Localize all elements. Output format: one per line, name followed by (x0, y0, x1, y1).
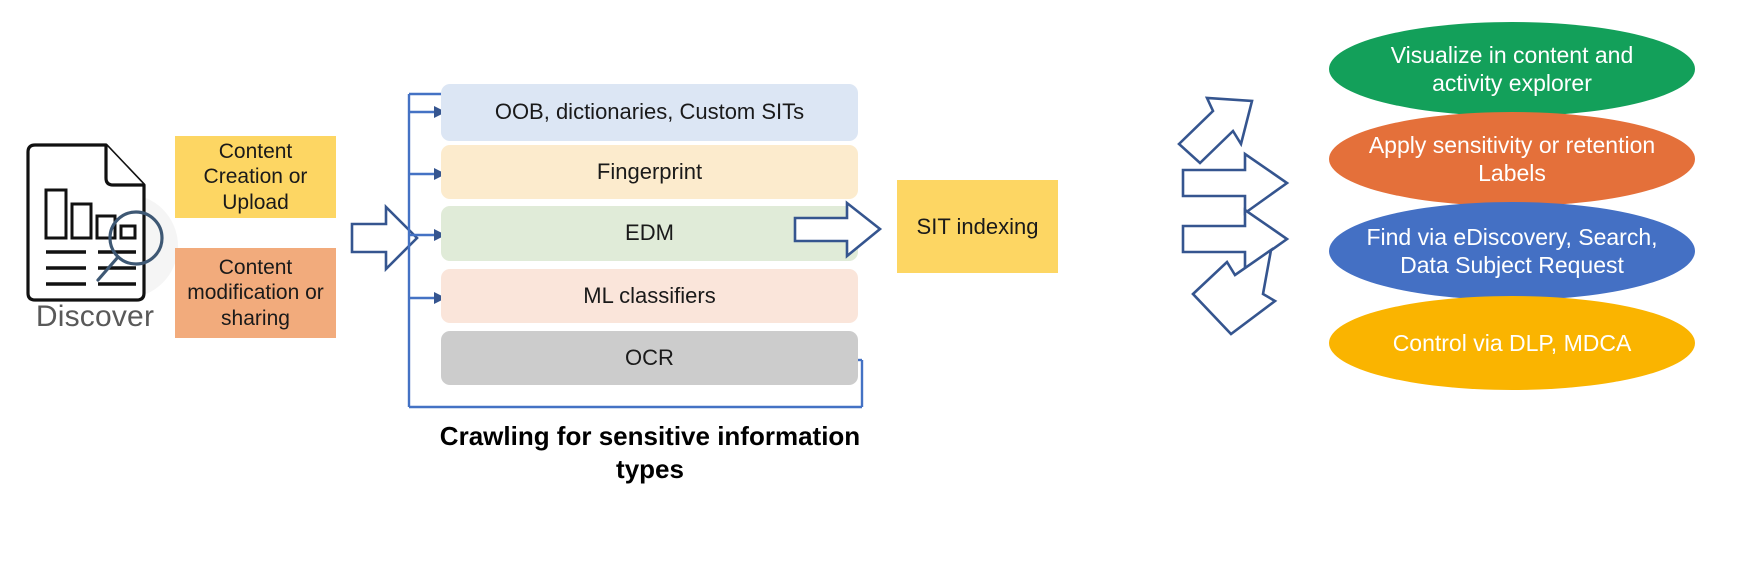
crawl-connector-rail (400, 82, 870, 412)
crawl-method-ml-classifiers: ML classifiers (441, 269, 858, 323)
sit-indexing-box: SIT indexing (897, 180, 1058, 273)
outcome-visualize: Visualize in content and activity explor… (1329, 22, 1695, 116)
crawl-method-edm: EDM (441, 206, 858, 261)
arrows-indexing-to-outcomes (1175, 96, 1325, 353)
crawl-method-oob: OOB, dictionaries, Custom SITs (441, 84, 858, 141)
content-creation-box: Content Creation or Upload (175, 136, 336, 218)
arrow-sources-to-crawl (350, 203, 420, 273)
crawl-caption: Crawling for sensitive information types (439, 421, 861, 484)
crawl-method-fingerprint: Fingerprint (441, 145, 858, 199)
outcome-apply-labels: Apply sensitivity or retention Labels (1329, 112, 1695, 206)
content-modification-box: Content modification or sharing (175, 248, 336, 338)
outcome-find: Find via eDiscovery, Search, Data Subjec… (1329, 202, 1695, 300)
outcome-control: Control via DLP, MDCA (1329, 296, 1695, 390)
document-magnifier-icon (18, 140, 178, 310)
crawl-method-ocr: OCR (441, 331, 858, 385)
arrow-crawl-to-indexing (793, 200, 883, 260)
discover-label: Discover (35, 300, 155, 333)
